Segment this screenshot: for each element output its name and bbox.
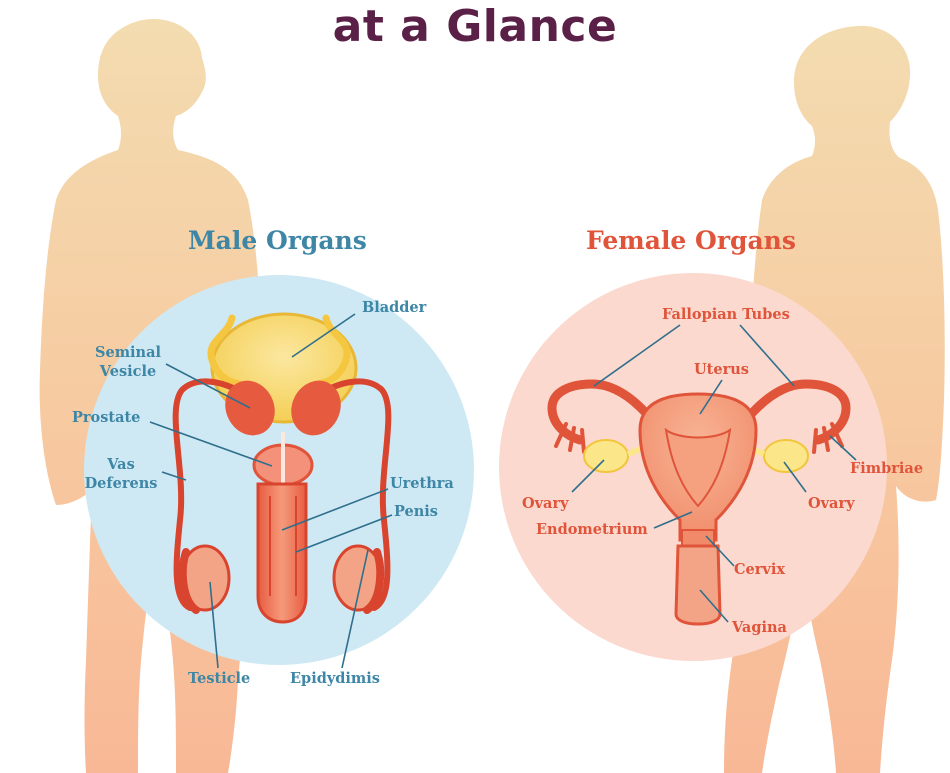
label-vas-deferens-line2: Deferens — [82, 474, 160, 493]
label-seminal-vesicle: Seminal Vesicle — [92, 343, 164, 381]
label-ovary-right: Ovary — [808, 494, 855, 513]
label-endometrium: Endometrium — [536, 520, 648, 539]
label-bladder: Bladder — [362, 298, 426, 317]
ovary-right — [764, 440, 808, 472]
label-fimbriae: Fimbriae — [850, 459, 923, 478]
label-epididymis: Epidydimis — [290, 669, 380, 688]
label-ovary-left: Ovary — [522, 494, 569, 513]
label-seminal-vesicle-line1: Seminal — [92, 343, 164, 362]
female-organs-heading: Female Organs — [586, 226, 796, 255]
male-organs-heading: Male Organs — [188, 226, 367, 255]
penis — [258, 484, 306, 622]
label-vas-deferens: Vas Deferens — [82, 455, 160, 493]
label-urethra: Urethra — [390, 474, 454, 493]
vagina — [676, 546, 720, 624]
page-title: at a Glance — [0, 0, 950, 54]
label-testicle: Testicle — [188, 669, 250, 688]
label-cervix: Cervix — [734, 560, 785, 579]
label-fallopian-tubes: Fallopian Tubes — [662, 305, 790, 324]
label-prostate: Prostate — [72, 408, 140, 427]
label-vagina: Vagina — [732, 618, 787, 637]
label-uterus: Uterus — [694, 360, 749, 379]
label-vas-deferens-line1: Vas — [82, 455, 160, 474]
label-penis: Penis — [394, 502, 438, 521]
ovary-left — [584, 440, 628, 472]
label-seminal-vesicle-line2: Vesicle — [92, 362, 164, 381]
